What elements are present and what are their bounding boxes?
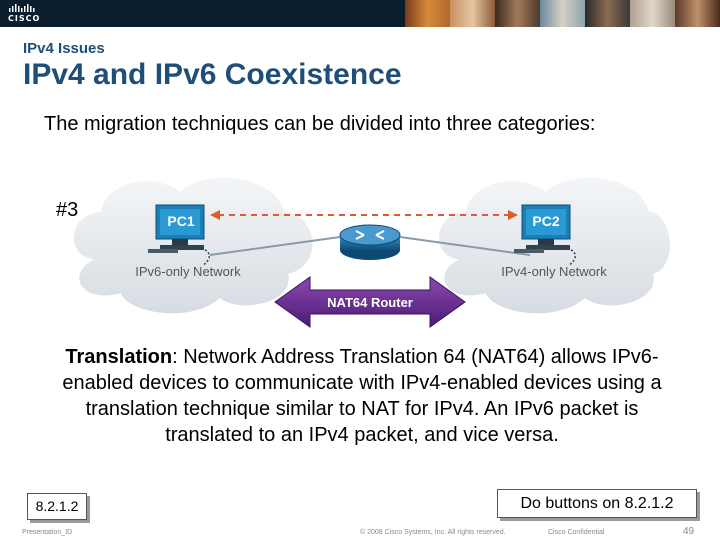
pc2-icon [514, 204, 576, 266]
description-term: Translation [65, 346, 173, 368]
step-number: #3 [56, 199, 79, 221]
page-number: 49 [683, 526, 695, 537]
pc1-icon [148, 204, 210, 266]
do-buttons-note: Do buttons on 8.2.1.2 [497, 489, 697, 518]
pc2-label: PC2 [532, 213, 559, 229]
cisco-bars-icon [9, 4, 35, 12]
photo-tile [495, 0, 540, 27]
photo-tile [675, 0, 720, 27]
photo-tile [585, 0, 630, 27]
photo-tile [405, 0, 450, 27]
pc1-label: PC1 [167, 213, 194, 229]
people-photo-strip [405, 0, 720, 27]
top-banner: CISCO [0, 0, 720, 27]
cisco-logo-text: CISCO [8, 14, 41, 23]
ipv6-network-label: IPv6-only Network [135, 264, 241, 279]
link-left [209, 236, 341, 256]
nat64-diagram: PC1 PC2 IPv6-only Network IPv4-only Netw… [70, 174, 670, 328]
link-right [399, 236, 531, 256]
presentation-id: Presentation_ID [22, 529, 73, 536]
translation-description: Translation: Network Address Translation… [62, 344, 662, 448]
dashed-arrow [210, 210, 518, 220]
cisco-logo: CISCO [8, 3, 48, 23]
copyright-text: © 2008 Cisco Systems, Inc. All rights re… [360, 529, 506, 536]
nat64-arrow [274, 276, 466, 328]
intro-text: The migration techniques can be divided … [44, 113, 596, 135]
section-ref-box: 8.2.1.2 [27, 493, 87, 520]
router-icon [339, 224, 401, 260]
description-text: : Network Address Translation 64 (NAT64)… [62, 346, 662, 446]
slide-title: IPv4 and IPv6 Coexistence [23, 58, 402, 91]
section-label: IPv4 Issues [23, 40, 105, 57]
confidential-text: Cisco Confidential [548, 529, 605, 536]
nat64-router-label: NAT64 Router [327, 295, 413, 310]
photo-tile [450, 0, 495, 27]
ipv4-network-label: IPv4-only Network [501, 264, 607, 279]
photo-tile [630, 0, 675, 27]
photo-tile [540, 0, 585, 27]
